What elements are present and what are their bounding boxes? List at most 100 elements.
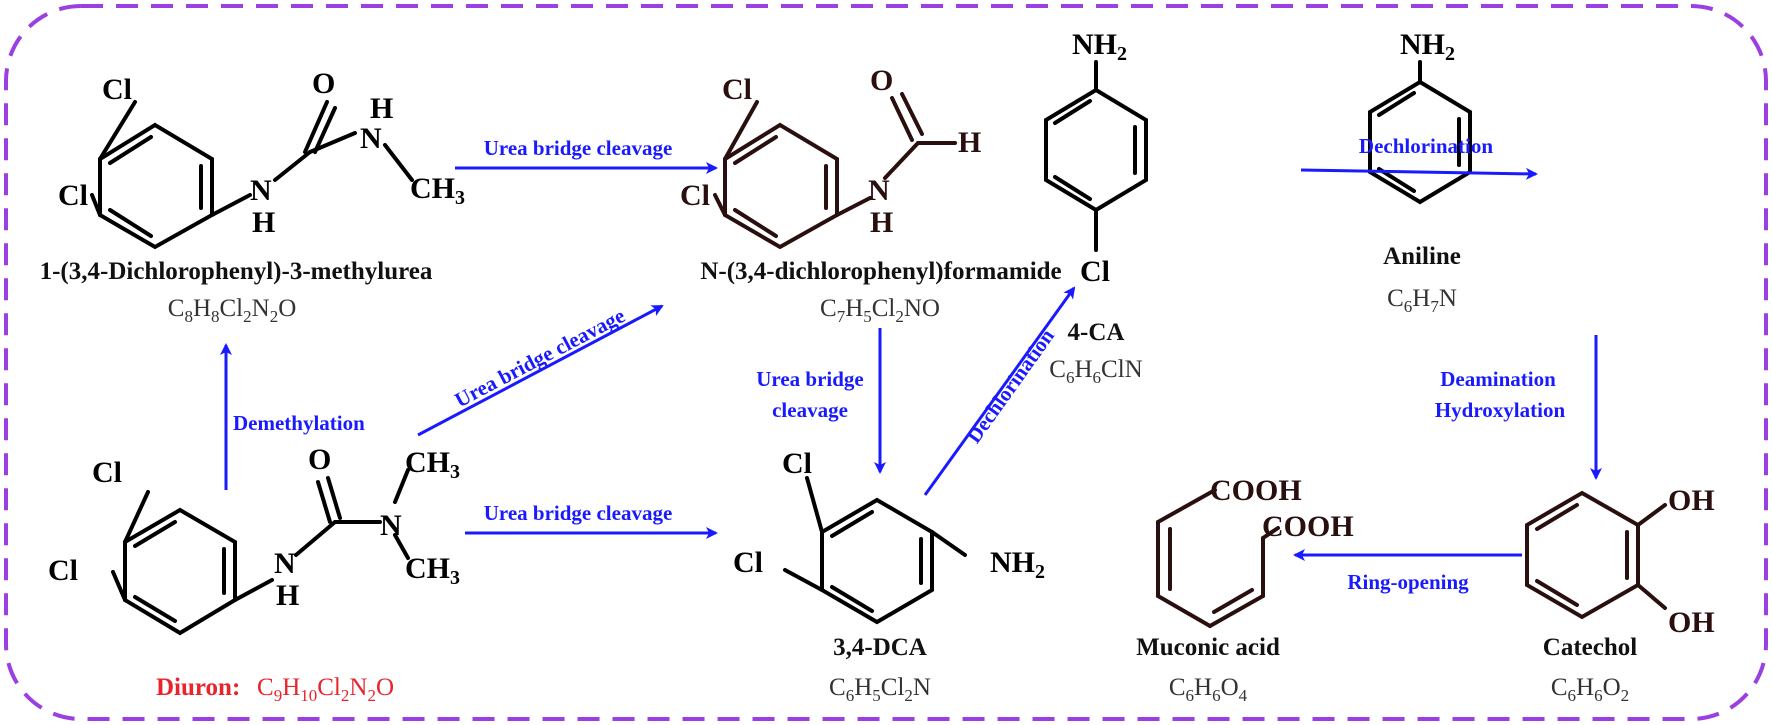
formula-element: O: [1221, 674, 1239, 701]
formamide-cl-3: Cl: [722, 73, 752, 106]
formula-element: C: [820, 295, 837, 322]
muconic-cooh-right: COOH: [1262, 510, 1354, 543]
formula-subscript: 6: [1568, 686, 1577, 705]
arrow-4-ca-to-aniline: [1300, 167, 1538, 180]
3-4-dca-cl-3: Cl: [782, 447, 812, 480]
methylurea-ch3: CH3: [410, 172, 465, 209]
4-ca-cl: Cl: [1080, 255, 1110, 288]
structure-aniline: [1368, 60, 1472, 205]
diuron-ch3-top: CH3: [405, 446, 460, 483]
structure-diuron: [111, 468, 410, 636]
aniline-nh2: NH2: [1400, 28, 1455, 65]
label-ring-opening: Ring-opening: [1347, 570, 1469, 594]
methylurea-name: 1-(3,4-Dichlorophenyl)-3-methylurea: [40, 258, 433, 285]
formula-element: O: [278, 295, 296, 322]
diuron-name: Diuron:: [156, 674, 240, 701]
structure-3-4-dca: [783, 476, 967, 625]
label-demethylation: Demethylation: [233, 411, 365, 435]
label-urea-bridge-cleavage-bottom: Urea bridge cleavage: [484, 501, 673, 525]
arrow-diuron-to-formamide: [417, 304, 664, 437]
formula-subscript: 6: [1093, 368, 1102, 387]
formula-element: C: [257, 674, 274, 701]
structure-methylurea: [90, 100, 414, 250]
formamide-o: O: [870, 64, 893, 97]
methylurea-cl-4: Cl: [58, 179, 88, 212]
diuron-cl-4: Cl: [48, 554, 78, 587]
formula-subscript: 7: [1430, 297, 1439, 316]
formula-subscript: 10: [300, 686, 317, 705]
formula-element: N: [252, 295, 270, 322]
3-4-dca-nh2: NH2: [990, 546, 1045, 583]
diuron-formula: C9H10Cl2N2O: [257, 674, 394, 705]
formula-element: Cl: [872, 295, 896, 322]
label-urea-bridge-cleavage-top: Urea bridge cleavage: [484, 136, 673, 160]
formula-subscript: 2: [243, 307, 252, 326]
formula-element: H: [1194, 674, 1212, 701]
formula-subscript: 5: [863, 307, 872, 326]
structure-4-ca: [1044, 60, 1148, 252]
formamide-cl-4: Cl: [680, 179, 710, 212]
catechol-oh-top: OH: [1668, 484, 1715, 517]
4-ca-formula: C6H6ClN: [1049, 356, 1142, 387]
formula-subscript: 9: [274, 686, 283, 705]
formula-element: C: [1049, 356, 1066, 383]
formula-element: H: [845, 295, 863, 322]
label-urea-bridge-vertical-1: Urea bridge: [756, 367, 864, 391]
label-deamination: Deamination: [1440, 367, 1556, 391]
diuron-o: O: [308, 443, 331, 476]
diuron-ch3-bottom: CH3: [405, 552, 460, 589]
formamide-h: H: [958, 126, 981, 159]
diuron-n: N: [380, 509, 402, 542]
formula-subscript: 6: [1066, 368, 1075, 387]
formula-element: ClN: [1101, 356, 1143, 383]
dashed-frame: [4, 4, 1768, 721]
formula-element: NO: [904, 295, 940, 322]
formula-subscript: 2: [904, 686, 913, 705]
formula-element: O: [376, 674, 394, 701]
formula-subscript: 5: [872, 686, 881, 705]
formula-subscript: 7: [837, 307, 846, 326]
formula-subscript: 2: [367, 686, 376, 705]
methylurea-o: O: [312, 67, 335, 100]
formamide-n: N: [868, 174, 890, 207]
arrow-dca-to-4-ca: [923, 286, 1076, 496]
label-dechlorination-top: Dechlorination: [1359, 134, 1493, 158]
formula-element: C: [1551, 674, 1568, 701]
formula-element: C: [1387, 285, 1404, 312]
formula-subscript: 6: [1186, 686, 1195, 705]
formula-subscript: 6: [846, 686, 855, 705]
label-dechlorination-diagonal: Dechlorination: [962, 324, 1060, 447]
methylurea-nh2-h: H: [370, 92, 393, 125]
catechol-name: Catechol: [1543, 634, 1637, 661]
aniline-name: Aniline: [1383, 243, 1461, 270]
catechol-oh-bottom: OH: [1668, 606, 1715, 639]
4-ca-name: 4-CA: [1068, 319, 1125, 346]
formula-subscript: 2: [1621, 686, 1630, 705]
methylurea-nh-n: N: [250, 174, 272, 207]
formula-subscript: 6: [1212, 686, 1221, 705]
muconic-cooh-top: COOH: [1210, 474, 1302, 507]
formula-element: H: [1576, 674, 1594, 701]
formula-subscript: 6: [1594, 686, 1603, 705]
diuron-nh-n: N: [274, 547, 296, 580]
methylurea-nh-h: H: [252, 206, 275, 239]
formula-element: C: [829, 674, 846, 701]
formamide-formula: C7H5Cl2NO: [820, 295, 940, 326]
diuron-nh-h: H: [276, 579, 299, 612]
aniline-formula: C6H7N: [1387, 285, 1457, 316]
formula-subscript: 8: [184, 307, 193, 326]
formula-subscript: 4: [1239, 686, 1248, 705]
label-urea-bridge-cleavage-diagonal: Urea bridge cleavage: [451, 303, 629, 412]
formula-subscript: 6: [1404, 297, 1413, 316]
formula-subscript: 8: [211, 307, 220, 326]
methylurea-cl-3: Cl: [102, 73, 132, 106]
formula-element: N: [349, 674, 367, 701]
formula-subscript: 2: [895, 307, 904, 326]
formula-element: H: [854, 674, 872, 701]
3-4-dca-formula: C6H5Cl2N: [829, 674, 931, 705]
structure-muconic-acid: [1156, 488, 1280, 628]
label-urea-bridge-vertical-2: cleavage: [772, 398, 848, 422]
methylurea-nh2-n: N: [360, 122, 382, 155]
muconic-acid-formula: C6H6O4: [1169, 674, 1248, 705]
